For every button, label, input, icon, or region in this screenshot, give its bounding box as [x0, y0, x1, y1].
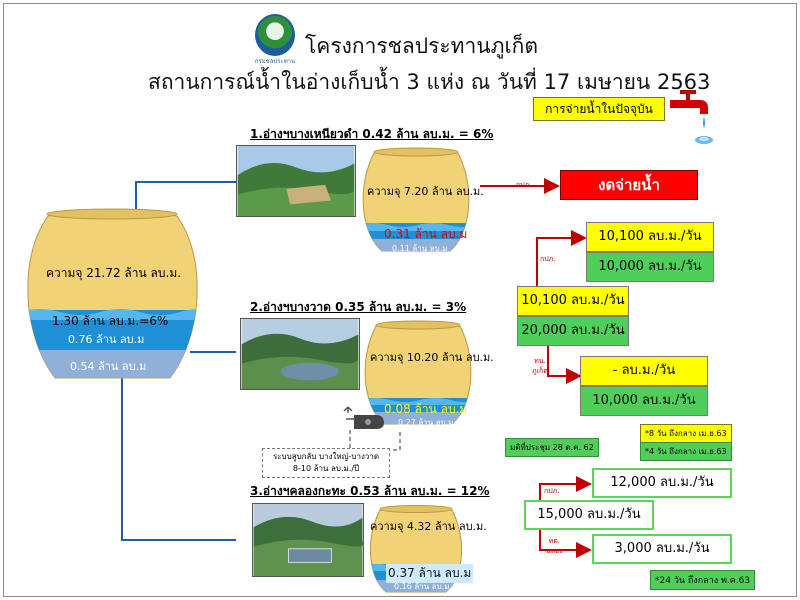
- r2-pwa-label: กปภ.: [540, 255, 556, 263]
- reservoir-3-photo: [252, 503, 364, 577]
- r2-meeting-note: มติที่ประชุม 28 ต.ค. 62: [505, 438, 599, 457]
- page-title: โครงการชลประทานภูเก็ต: [305, 34, 539, 58]
- reservoir-1-pot: [362, 147, 470, 252]
- main-current-volume: 1.30 ล้าน ลบ.ม.=6%: [52, 314, 169, 328]
- main-usable-volume: 0.76 ล้าน ลบ.ม: [68, 333, 145, 346]
- page-subtitle: สถานการณ์น้ำในอ่างเก็บน้ำ 3 แห่ง ณ วันที…: [148, 70, 711, 94]
- page-frame: [3, 3, 797, 597]
- reservoir-3-capacity: ความจุ 4.32 ล้าน ลบ.ม.: [370, 520, 487, 533]
- faucet-icon: [670, 90, 713, 144]
- r3-pwa-label: กปภ.: [544, 487, 560, 495]
- r3-local-label-line1: ทต.: [548, 537, 561, 545]
- pump-system-line2: 8-10 ล้าน ลบ.ม./ปี: [292, 464, 360, 473]
- main-capacity: ความจุ 21.72 ล้าน ลบ.ม.: [46, 266, 182, 280]
- r2-pwa-plan: 10,100 ลบ.ม./วัน: [586, 222, 714, 252]
- r2-city-label: ทน. ภูเก็ต: [532, 356, 548, 376]
- reservoir-2-current: 0.08 ล้าน ลบ.ม: [384, 402, 468, 416]
- reservoir-3-title: 3.อ่างฯคลองกะทะ 0.53 ล้าน ลบ.ม. = 12%: [250, 484, 490, 498]
- reservoir-3-dead: 0.16 ล้าน ลบ.ม: [394, 582, 450, 591]
- r2-city-actual: 10,000 ลบ.ม./วัน: [580, 386, 708, 416]
- pump-system-box: ระบบสูบกลับ บางใหญ่-บางวาด 8-10 ล้าน ลบ.…: [262, 448, 390, 478]
- reservoir-1-photo: [236, 145, 356, 217]
- r2-note-2: *4 วัน ถึงกลาง เม.ย.63: [640, 442, 732, 461]
- pump-icon: [343, 406, 384, 429]
- reservoir-2-pot: [364, 320, 472, 425]
- r3-pwa-supply: 12,000 ลบ.ม./วัน: [592, 468, 732, 498]
- reservoir-1-capacity: ความจุ 7.20 ล้าน ลบ.ม.: [367, 185, 484, 198]
- main-dead-volume: 0.54 ล้าน ลบ.ม: [70, 360, 147, 373]
- r2-note-1: *8 วัน ถึงกลาง เม.ย.63: [640, 424, 732, 443]
- r2-city-label-line2: ภูเก็ต: [532, 367, 548, 375]
- r2-city-label-line1: ทน.: [534, 357, 546, 365]
- r3-local-supply: 3,000 ลบ.ม./วัน: [592, 534, 732, 564]
- r3-total-supply: 15,000 ลบ.ม./วัน: [524, 500, 654, 530]
- reservoir-2-dead: 0.27 ล้าน ลบ.ม: [398, 418, 454, 427]
- r2-total-actual: 20,000 ลบ.ม./วัน: [517, 316, 629, 346]
- rid-logo: [255, 14, 295, 56]
- r3-local-label: ทต. ฉลอง: [546, 536, 563, 556]
- logo-caption: กรมชลประทาน: [254, 58, 296, 65]
- reservoir-2-photo: [240, 318, 360, 390]
- reservoir-1-current: 0.31 ล้าน ลบ.ม: [384, 227, 468, 241]
- pump-system-line1: ระบบสูบกลับ บางใหญ่-บางวาด: [272, 452, 380, 461]
- r3-note: *24 วัน ถึงกลาง พ.ค.63: [650, 570, 756, 590]
- legend-current-supply: การจ่ายน้ำในปัจจุบัน: [533, 97, 665, 121]
- main-reservoir-pot: [27, 208, 198, 379]
- r2-pwa-actual: 10,000 ลบ.ม./วัน: [586, 252, 714, 282]
- reservoir-2-title: 2.อ่างฯบางวาด 0.35 ล้าน ลบ.ม. = 3%: [250, 300, 467, 314]
- r1-pwa-label: กปภ.: [516, 181, 532, 189]
- reservoir-3-current: 0.37 ล้าน ลบ.ม: [386, 564, 474, 583]
- reservoir-1-dead: 0.11 ล้าน ลบ.ม: [392, 244, 448, 253]
- r3-local-label-line2: ฉลอง: [546, 547, 563, 555]
- reservoir-2-capacity: ความจุ 10.20 ล้าน ลบ.ม.: [370, 351, 494, 364]
- reservoir-1-title: 1.อ่างฯบางเหนียวดำ 0.42 ล้าน ลบ.ม. = 6%: [250, 127, 494, 141]
- r2-city-plan: - ลบ.ม./วัน: [580, 356, 708, 386]
- r2-total-plan: 10,100 ลบ.ม./วัน: [517, 286, 629, 316]
- r1-status-no-supply: งดจ่ายน้ำ: [560, 170, 698, 200]
